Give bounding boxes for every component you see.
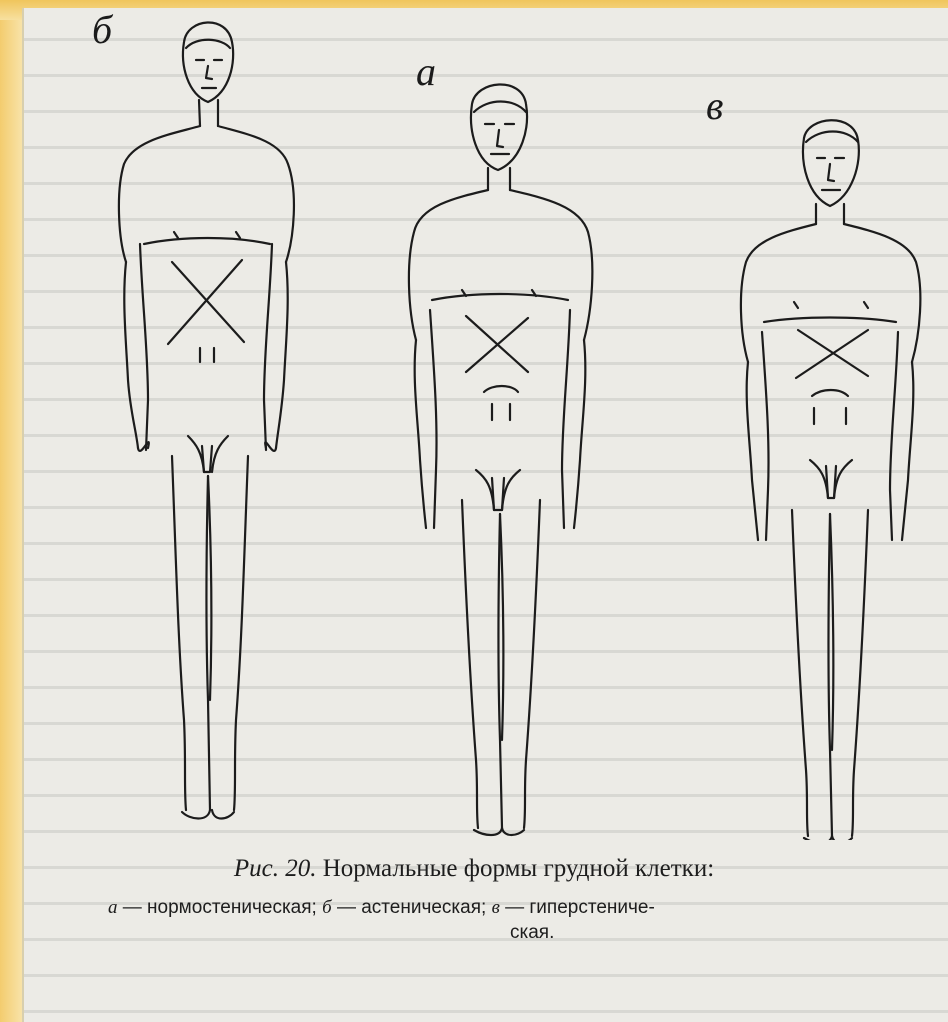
figure-number: Рис. 20. bbox=[234, 855, 317, 882]
figure-label-c: в bbox=[706, 82, 723, 129]
legend-letter-c: в bbox=[492, 897, 500, 918]
figure-label-b: б bbox=[92, 6, 112, 53]
legend-letter-b: б bbox=[322, 897, 332, 918]
figure-title-text: Нормальные формы грудной клетки: bbox=[323, 855, 714, 882]
legend-text-c-continued: ская. bbox=[108, 920, 908, 945]
figure-c-hypersthenic bbox=[741, 120, 920, 840]
legend-text-b: — астеническая; bbox=[337, 897, 486, 918]
figure-b-asthenic bbox=[119, 22, 294, 818]
legend-letter-a: а bbox=[108, 897, 118, 918]
figure-caption-title: Рис. 20. Нормальные формы грудной клетки… bbox=[0, 855, 948, 883]
figure-a-normosthenic bbox=[409, 84, 592, 835]
figure-legend: а — нормостеническая; б — астеническая; … bbox=[108, 895, 908, 945]
legend-text-c: — гиперстениче- bbox=[505, 897, 655, 918]
chest-forms-illustration bbox=[22, 0, 948, 840]
legend-text-a: — нормостеническая; bbox=[123, 897, 317, 918]
figure-label-a: а bbox=[416, 48, 436, 95]
